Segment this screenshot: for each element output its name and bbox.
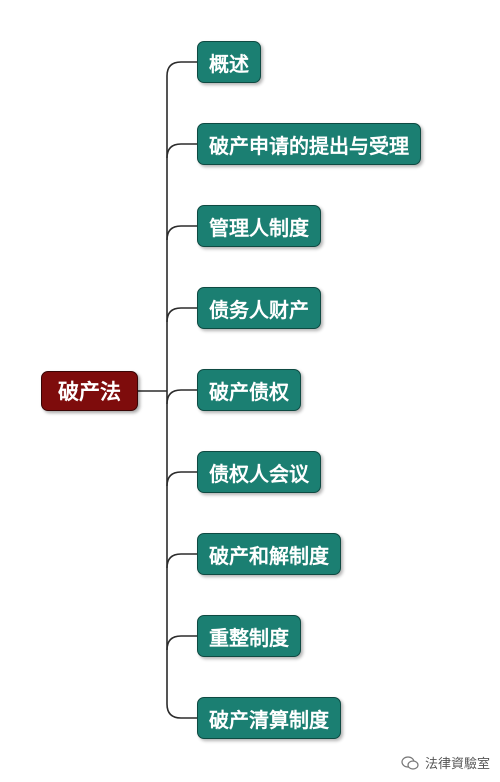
child-node-administrator: 管理人制度	[197, 205, 321, 247]
branch-line-4	[166, 307, 197, 323]
child-node-liquidation: 破产清算制度	[197, 697, 341, 739]
child-node-overview: 概述	[197, 41, 261, 83]
spine-line	[166, 61, 197, 719]
child-node-debtor-property: 债务人财产	[197, 287, 321, 329]
child-node-bankruptcy-claims: 破产债权	[197, 369, 301, 411]
branch-line-2	[166, 143, 197, 159]
branch-line-5	[166, 389, 197, 405]
root-node: 破产法	[41, 371, 138, 411]
child-node-settlement: 破产和解制度	[197, 533, 341, 575]
watermark: 法律資驗室	[401, 753, 490, 772]
branch-line-3	[166, 225, 197, 241]
child-node-reorganization: 重整制度	[197, 615, 301, 657]
branch-line-7	[166, 553, 197, 569]
wechat-icon	[401, 755, 419, 770]
branch-line-8	[166, 635, 197, 651]
watermark-text: 法律資驗室	[424, 757, 490, 772]
child-node-application: 破产申请的提出与受理	[197, 123, 421, 165]
branch-line-6	[166, 471, 197, 487]
child-node-creditors-meeting: 债权人会议	[197, 451, 321, 493]
